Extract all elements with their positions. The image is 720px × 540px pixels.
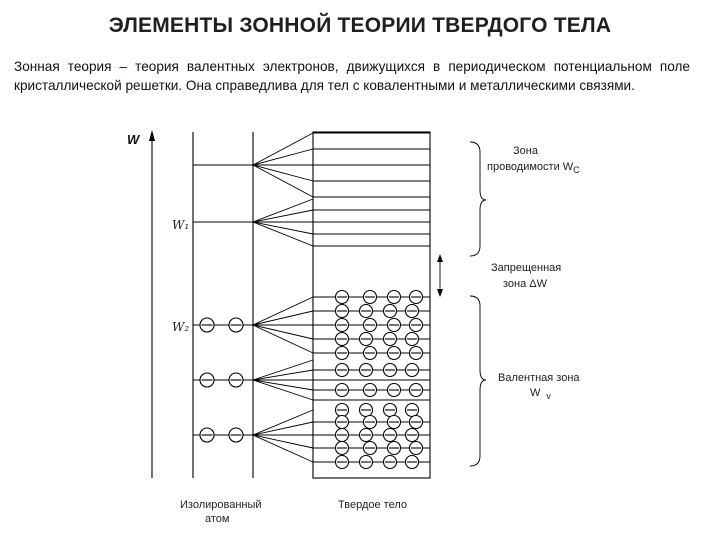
atom-electron (228, 317, 244, 333)
solid-electron (404, 454, 420, 470)
solid-electron (362, 382, 378, 398)
solid-electron (382, 362, 398, 378)
forbidden-label-line2: зона ΔW (503, 278, 548, 290)
solid-electron (362, 317, 378, 333)
atom-electron (228, 427, 244, 443)
atom-electron (199, 427, 215, 443)
solid-electron (408, 317, 424, 333)
solid-electron (386, 317, 402, 333)
forbidden-arrow (437, 254, 443, 297)
solid-electron (404, 362, 420, 378)
atom-electron (199, 372, 215, 388)
slide-title: ЭЛЕМЕНТЫ ЗОННОЙ ТЕОРИИ ТВЕРДОГО ТЕЛА (108, 14, 612, 37)
valence-label-line1: Валентная зона (498, 372, 580, 384)
conduction-label-line1: Зона (513, 145, 539, 157)
solid-electron (404, 427, 420, 443)
valence-brace (469, 295, 487, 467)
atom-electron (228, 372, 244, 388)
solid-electron (382, 427, 398, 443)
solid-electron (334, 414, 350, 430)
forbidden-label-line1: Запрещенная (491, 262, 561, 274)
solid-electron (382, 402, 398, 418)
level-label-w1: W₁ (172, 218, 189, 232)
solid-electron (334, 317, 350, 333)
conduction-label-line2: проводимости WC (487, 161, 580, 175)
solid-electron (358, 427, 374, 443)
solid-electron (334, 303, 350, 319)
isolated-atom-label-line2: атом (205, 513, 229, 525)
conduction-fan-lower (252, 198, 430, 247)
solid-electron (334, 382, 350, 398)
solid-electron (362, 345, 378, 361)
solid-electron (408, 440, 424, 456)
conduction-brace (469, 141, 487, 257)
solid-electron (358, 303, 374, 319)
solid-electron (334, 402, 350, 418)
solid-electron (386, 440, 402, 456)
energy-axis (149, 130, 155, 478)
solid-electron (362, 289, 378, 305)
solid-electron (386, 345, 402, 361)
solid-electron (362, 440, 378, 456)
solid-electron (382, 331, 398, 347)
solid-electron (334, 454, 350, 470)
solid-electron (404, 303, 420, 319)
solid-electron (358, 454, 374, 470)
solid-electron (358, 402, 374, 418)
isolated-atom-label-line1: Изолированный (180, 499, 262, 511)
solid-electron (358, 362, 374, 378)
solid-electron (382, 303, 398, 319)
solid-electron (362, 414, 378, 430)
solid-electron (334, 362, 350, 378)
solid-electron (334, 289, 350, 305)
solid-electron (334, 427, 350, 443)
level-label-w2: W₂ (172, 320, 189, 334)
solid-electron (334, 345, 350, 361)
solid-electron (334, 331, 350, 347)
solid-electron (408, 289, 424, 305)
solid-electron (404, 402, 420, 418)
solid-electrons (334, 289, 424, 470)
solid-electron (408, 414, 424, 430)
solid-electron (386, 414, 402, 430)
conduction-fan-upper (252, 132, 430, 198)
axis-label-w: W (127, 132, 141, 147)
solid-electron (358, 331, 374, 347)
solid-label: Твердое тело (338, 499, 407, 511)
solid-electron (408, 382, 424, 398)
solid-electron (386, 382, 402, 398)
solid-electron (382, 454, 398, 470)
solid-electron (408, 345, 424, 361)
solid-electron (404, 331, 420, 347)
slide-paragraph: Зонная теория – теория валентных электро… (14, 59, 690, 93)
atom-electron (199, 317, 215, 333)
solid-box (312, 131, 431, 479)
solid-electron (386, 289, 402, 305)
isolated-atom-electrons (199, 317, 244, 443)
solid-electron (334, 440, 350, 456)
